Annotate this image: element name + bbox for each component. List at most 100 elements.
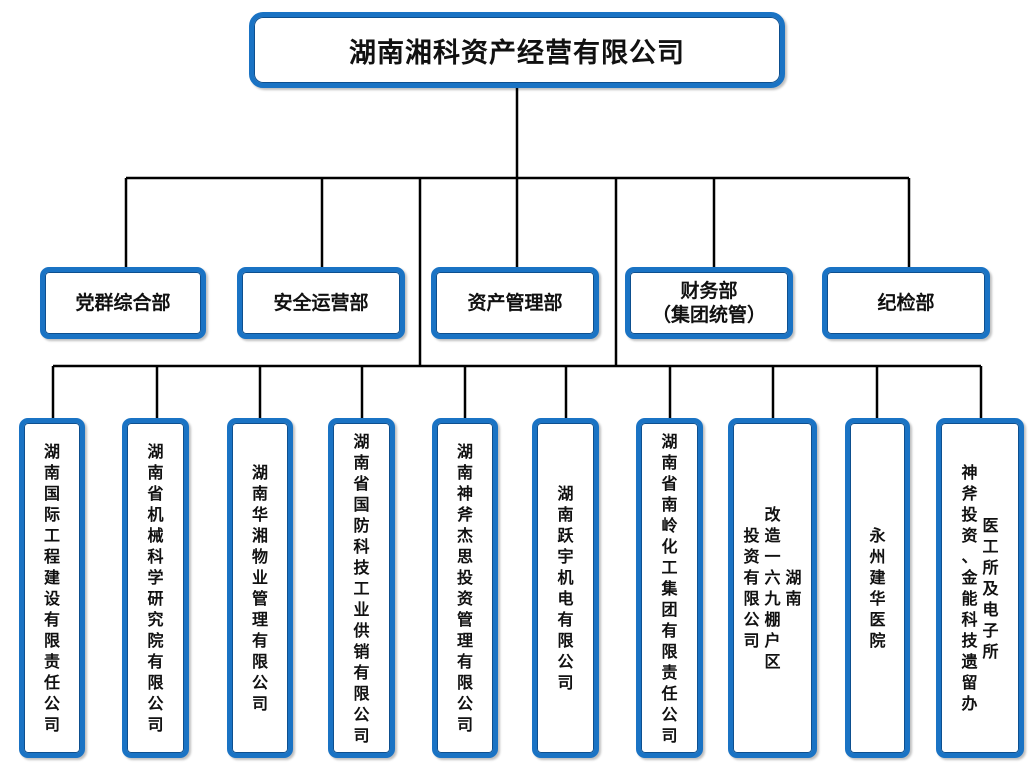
subsidiary-name-char: 南 xyxy=(43,463,60,482)
subsidiary-name-char: 科 xyxy=(353,536,370,556)
subsidiary-name-char: 九 xyxy=(764,589,781,608)
subsidiary-name-char: 神 xyxy=(961,463,978,482)
subsidiary-name-char: 投 xyxy=(743,526,760,545)
subsidiary-name-char: 司 xyxy=(743,631,760,650)
subsidiary-name-char: 投 xyxy=(961,505,978,524)
subsidiary-box: 湖南改造一六九棚户区投资有限公司 xyxy=(728,418,817,758)
subsidiary-name-char: 宇 xyxy=(557,547,574,566)
subsidiary-name-char: 造 xyxy=(764,526,781,545)
department-box: 党群综合部 xyxy=(40,267,206,339)
subsidiary-box: 湖南省南岭化工集团有限责任公司 xyxy=(636,418,703,758)
subsidiary-box: 永州建华医院 xyxy=(845,418,910,758)
subsidiary-name-char: 业 xyxy=(251,568,268,587)
subsidiary-name-char: 、 xyxy=(961,547,978,566)
department-label: 财务部 xyxy=(680,280,738,302)
subsidiary-name-char: 资 xyxy=(456,589,473,608)
subsidiary-name-char: 改 xyxy=(764,505,781,524)
subsidiary-name-char: 湖 xyxy=(147,442,164,461)
subsidiary-name-char: 学 xyxy=(147,568,164,587)
subsidiary-name-char: 所 xyxy=(982,557,999,577)
subsidiary-name-column: 湖南国际工程建设有限责任公司 xyxy=(42,441,63,735)
subsidiary-name-char: 南 xyxy=(557,505,574,524)
subsidiary-name-char: 有 xyxy=(743,568,760,587)
subsidiary-name-char: 限 xyxy=(557,631,574,650)
subsidiary-name-char: 院 xyxy=(147,631,164,650)
subsidiary-name-char: 公 xyxy=(456,694,473,713)
subsidiary-name-column: 医工所及电子所 xyxy=(980,515,1001,662)
subsidiary-name-char: 资 xyxy=(743,547,760,566)
subsidiary-name-char: 工 xyxy=(661,557,678,577)
subsidiary-name-column: 湖南 xyxy=(783,567,804,609)
subsidiary-name-char: 科 xyxy=(147,547,164,566)
subsidiary-name-char: 司 xyxy=(251,694,268,713)
subsidiary-name-char: 限 xyxy=(147,673,164,692)
subsidiary-name-char: 棚 xyxy=(764,610,781,629)
subsidiary-name-char: 限 xyxy=(353,683,370,703)
subsidiary-name-char: 区 xyxy=(764,652,781,671)
subsidiary-name-char: 司 xyxy=(147,715,164,734)
subsidiary-name-char: 户 xyxy=(764,631,781,650)
department-label: 资产管理部 xyxy=(467,292,563,314)
subsidiary-name-char: 公 xyxy=(43,694,60,713)
subsidiary-name-char: 有 xyxy=(661,620,678,640)
subsidiary-name-char: 理 xyxy=(251,610,268,629)
subsidiary-name-char: 建 xyxy=(869,568,886,587)
subsidiary-box: 湖南省国防科技工业供销有限公司 xyxy=(328,418,395,758)
subsidiary-name-char: 南 xyxy=(456,463,473,482)
subsidiary-box: 医工所及电子所神斧投资、金能科技遗留办 xyxy=(936,418,1024,758)
subsidiary-name-char: 机 xyxy=(557,568,574,587)
subsidiary-name-char: 械 xyxy=(147,526,164,545)
company-title-box: 湖南湘科资产经营有限公司 xyxy=(249,12,785,88)
department-label: 纪检部 xyxy=(877,292,935,314)
subsidiary-name-char: 限 xyxy=(743,589,760,608)
subsidiary-name-char: 管 xyxy=(456,610,473,629)
subsidiary-name-char: 华 xyxy=(251,505,268,524)
subsidiary-name-char: 南 xyxy=(147,463,164,482)
subsidiary-name-char: 限 xyxy=(43,631,60,650)
subsidiary-name-column: 湖南省机械科学研究院有限公司 xyxy=(145,441,166,735)
subsidiary-name-char: 限 xyxy=(251,652,268,671)
subsidiary-name-char: 思 xyxy=(456,547,473,566)
subsidiary-name-column: 神斧投资、金能科技遗留办 xyxy=(959,462,980,714)
subsidiary-name-char: 省 xyxy=(353,473,370,493)
subsidiary-name-char: 技 xyxy=(961,631,978,650)
subsidiary-name-char: 有 xyxy=(43,610,60,629)
subsidiary-name-char: 工 xyxy=(353,578,370,598)
subsidiary-name-char: 南 xyxy=(661,452,678,472)
subsidiary-box: 湖南省机械科学研究院有限公司 xyxy=(122,418,189,758)
subsidiary-name-column: 永州建华医院 xyxy=(867,525,888,651)
subsidiary-name-char: 责 xyxy=(43,652,60,671)
subsidiary-name-char: 华 xyxy=(869,589,886,608)
subsidiary-name-char: 国 xyxy=(43,484,60,503)
subsidiary-name-char: 机 xyxy=(147,505,164,524)
subsidiary-name-char: 南 xyxy=(661,494,678,514)
department-box: 资产管理部 xyxy=(431,267,599,339)
subsidiary-name-char: 责 xyxy=(661,662,678,682)
subsidiary-name-char: 科 xyxy=(961,610,978,629)
subsidiary-name-char: 遗 xyxy=(961,652,978,671)
subsidiary-name-char: 任 xyxy=(43,673,60,692)
subsidiary-name-char: 化 xyxy=(661,536,678,556)
subsidiary-name-char: 办 xyxy=(961,694,978,713)
department-box: 安全运营部 xyxy=(237,267,405,339)
subsidiary-name-char: 任 xyxy=(661,683,678,703)
subsidiary-name-char: 技 xyxy=(353,557,370,577)
subsidiary-name-char: 州 xyxy=(869,547,886,566)
subsidiary-name-char: 公 xyxy=(661,704,678,724)
subsidiary-name-char: 省 xyxy=(661,473,678,493)
subsidiary-name-char: 一 xyxy=(764,547,781,566)
subsidiary-name-char: 研 xyxy=(147,589,164,608)
subsidiary-name-char: 究 xyxy=(147,610,164,629)
subsidiary-name-char: 跃 xyxy=(557,526,574,545)
subsidiary-name-char: 限 xyxy=(456,673,473,692)
subsidiary-name-char: 院 xyxy=(869,631,886,650)
subsidiary-name-char: 湖 xyxy=(785,568,802,587)
subsidiary-name-char: 司 xyxy=(557,673,574,692)
subsidiary-box: 湖南跃宇机电有限公司 xyxy=(532,418,599,758)
subsidiary-box: 湖南国际工程建设有限责任公司 xyxy=(19,418,85,758)
subsidiary-name-char: 斧 xyxy=(456,505,473,524)
subsidiary-name-char: 电 xyxy=(557,589,574,608)
subsidiary-box: 湖南神斧杰思投资管理有限公司 xyxy=(432,418,498,758)
subsidiary-name-char: 有 xyxy=(557,610,574,629)
subsidiary-name-char: 公 xyxy=(251,673,268,692)
